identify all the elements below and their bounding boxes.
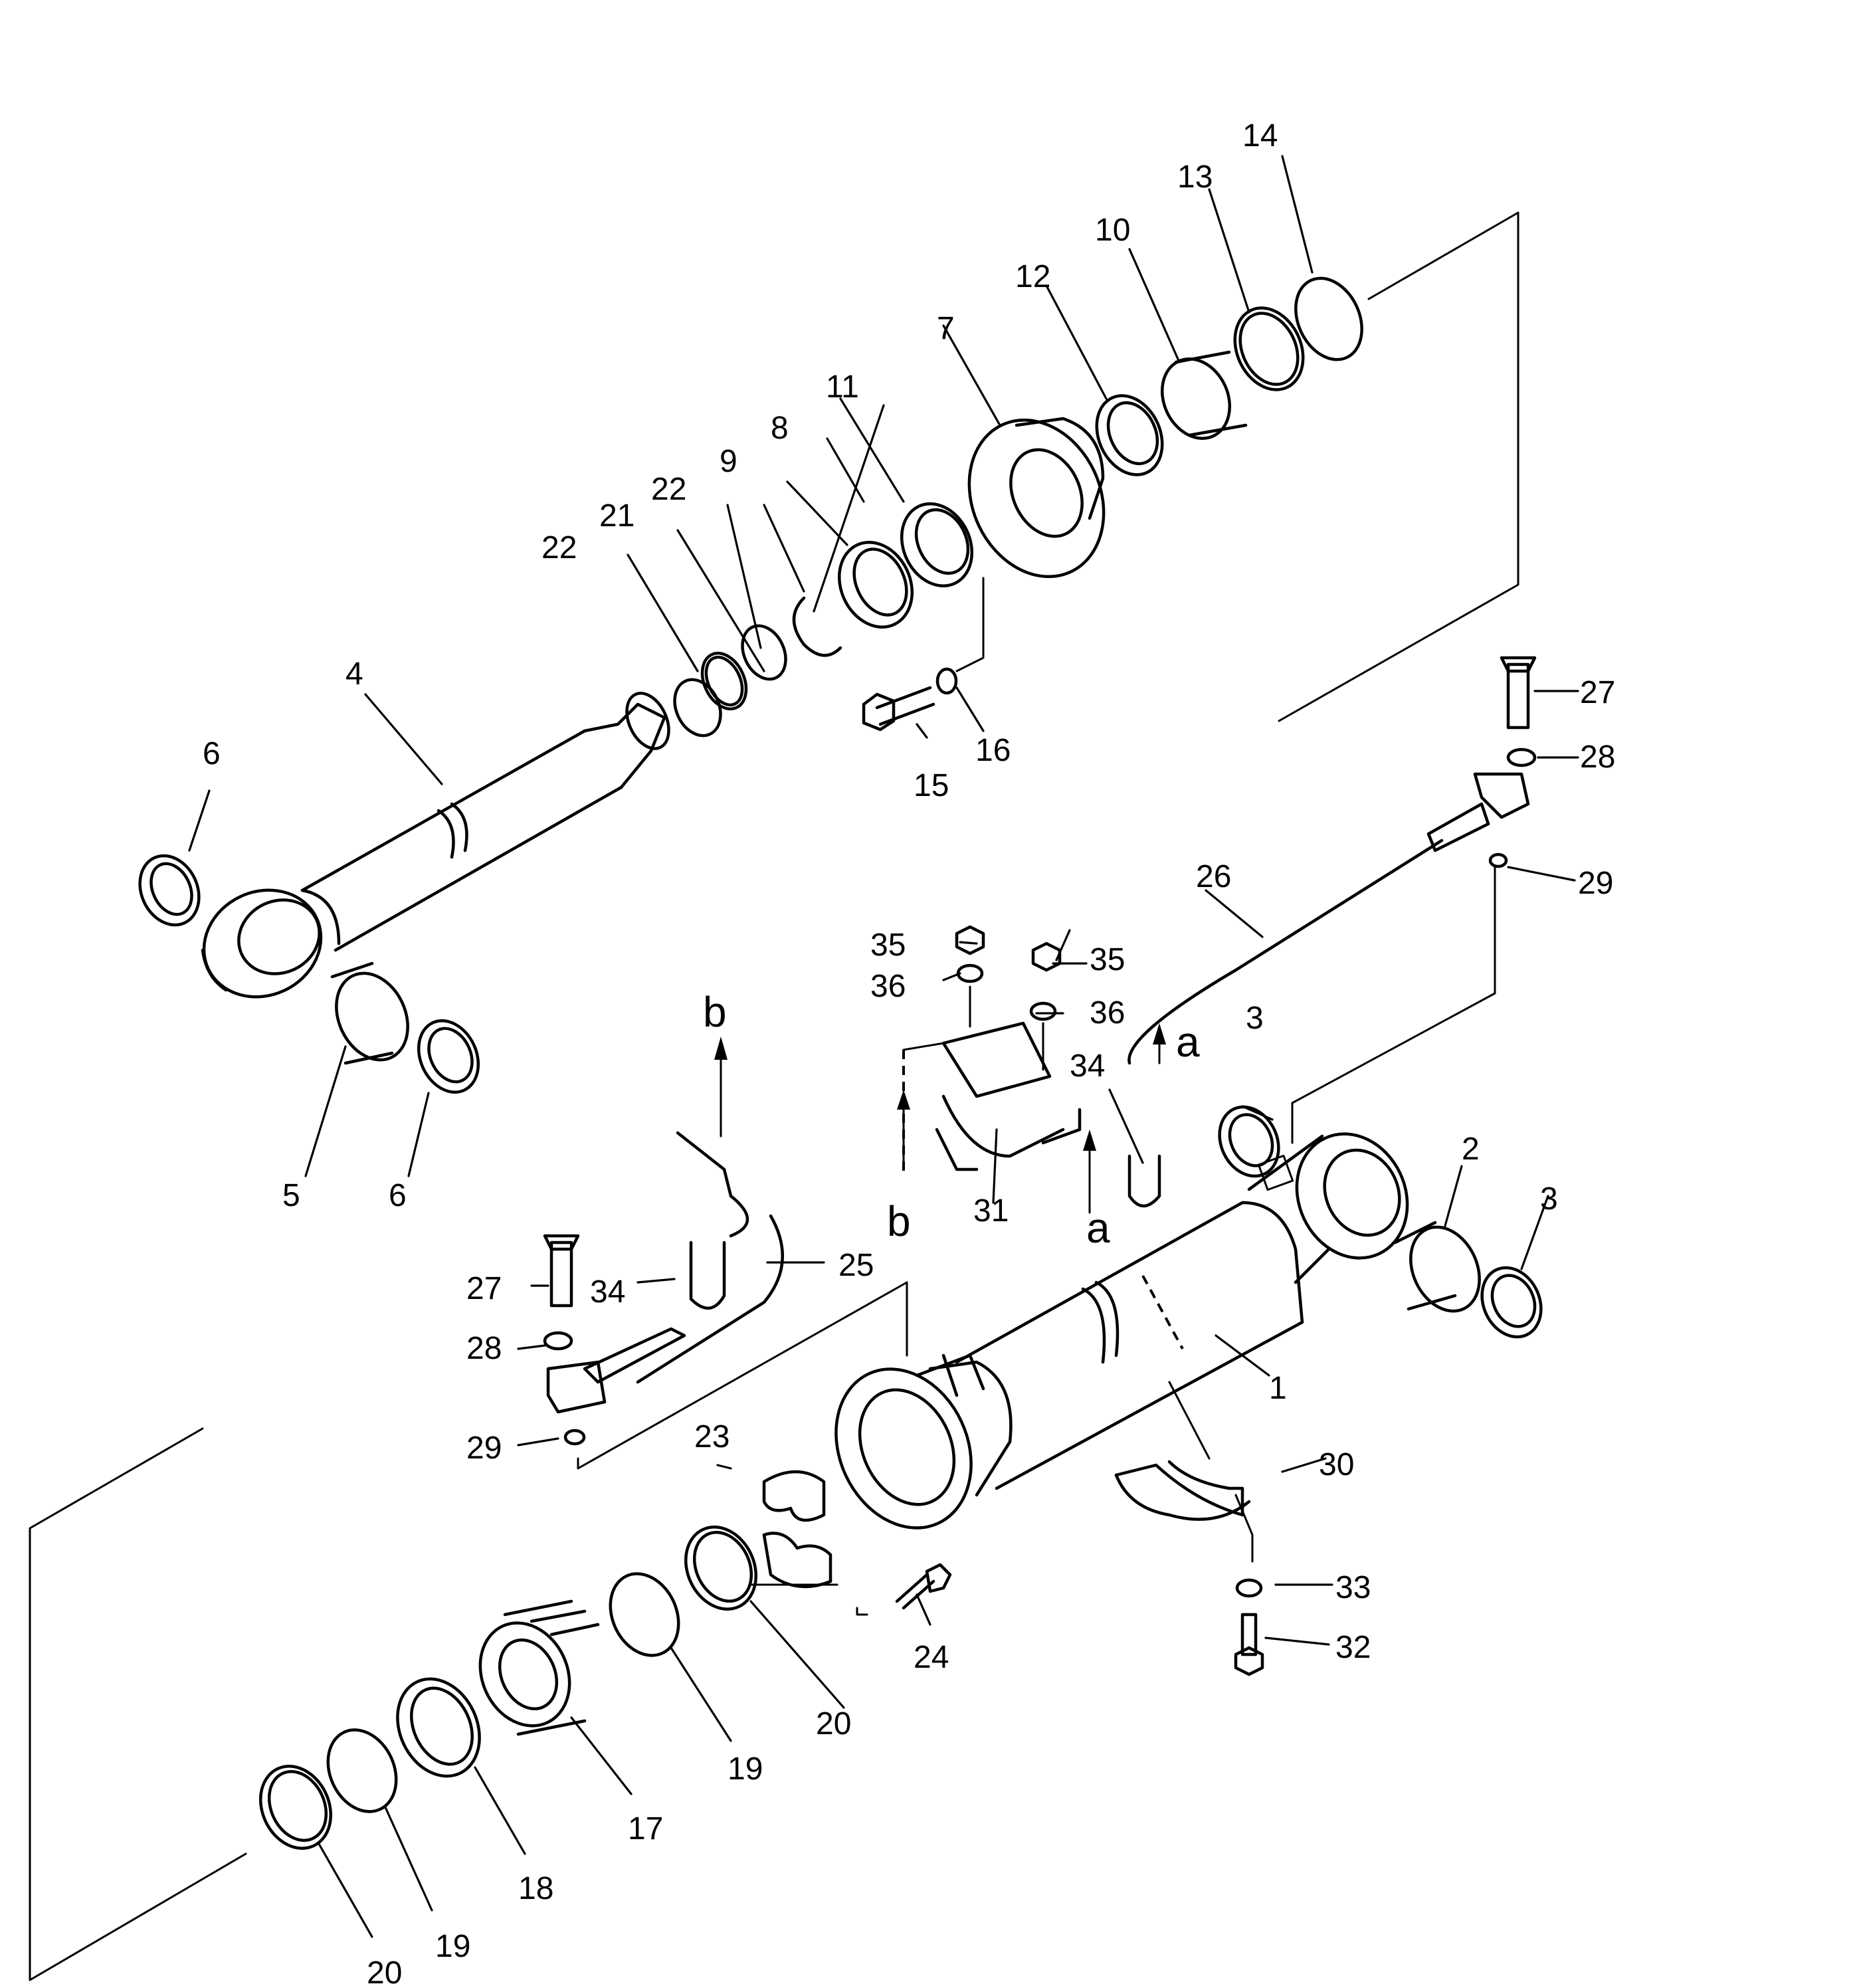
seal-6-right (417, 1019, 480, 1094)
label-a-lower: a (1086, 1204, 1110, 1252)
label-9: 9 (720, 444, 737, 479)
rod-seal-rings (673, 276, 1363, 738)
ring-19-lower (326, 1728, 398, 1813)
label-12: 12 (1015, 259, 1050, 294)
piston-rod-assembly (201, 692, 670, 999)
label-35-left: 35 (870, 928, 906, 963)
label-22-left: 22 (541, 530, 577, 565)
label-36-left: 36 (870, 969, 906, 1004)
label-1: 1 (1269, 1371, 1287, 1406)
label-6-top: 6 (203, 736, 221, 771)
label-17: 17 (628, 1811, 663, 1846)
label-36-right: 36 (1090, 995, 1125, 1031)
label-34-left: 34 (590, 1274, 625, 1310)
assembly-outline (29, 211, 1519, 1981)
label-7: 7 (937, 311, 955, 346)
nut-half-upper (762, 1470, 826, 1522)
hydraulic-tubes (543, 656, 1537, 1676)
label-21: 21 (599, 498, 635, 534)
cylinder-tube-assembly (834, 1132, 1409, 1530)
snap-ring-9 (792, 596, 842, 657)
bushing-2 (1409, 1225, 1481, 1313)
ring-19-upper (609, 1572, 680, 1657)
label-32: 32 (1335, 1630, 1371, 1665)
label-4: 4 (345, 656, 363, 692)
label-29-bottom: 29 (466, 1431, 502, 1466)
ring-20-lower (258, 1765, 333, 1850)
head-flange (834, 1367, 973, 1530)
ring-12 (1095, 394, 1164, 476)
label-35-right: 35 (1090, 942, 1125, 977)
label-28-bottom: 28 (466, 1331, 502, 1366)
seal-3-upper (1218, 1105, 1280, 1178)
label-15: 15 (914, 768, 949, 803)
label-26: 26 (1196, 859, 1231, 894)
label-19-lower: 19 (435, 1929, 470, 1964)
label-3-top: 3 (1246, 1001, 1264, 1036)
seal-11 (900, 502, 974, 587)
bottom-pin-bushings (1218, 1105, 1543, 1339)
label-16: 16 (975, 733, 1011, 768)
ring-22-upper (741, 624, 787, 681)
label-3-right: 3 (1540, 1181, 1558, 1217)
label-20-upper: 20 (816, 1706, 851, 1741)
piston-assembly (258, 1470, 952, 1850)
label-30: 30 (1319, 1447, 1354, 1482)
bolt-15-washer-16 (862, 577, 985, 732)
label-11: 11 (826, 369, 859, 405)
ring-13 (1233, 306, 1305, 391)
label-5: 5 (282, 1178, 300, 1213)
piston-17 (478, 1621, 571, 1728)
bushing-8 (837, 541, 914, 629)
label-14: 14 (1242, 118, 1278, 153)
cylinder-head-7 (967, 418, 1106, 579)
ring-22-lower (673, 678, 722, 738)
label-10: 10 (1095, 213, 1130, 248)
label-34-right: 34 (1070, 1048, 1105, 1084)
label-28-top: 28 (1580, 740, 1615, 775)
label-b-lower: b (887, 1197, 911, 1245)
ring-20-upper (684, 1526, 758, 1611)
label-27-bottom: 27 (466, 1271, 502, 1306)
label-2: 2 (1462, 1132, 1480, 1167)
label-19-upper: 19 (728, 1751, 763, 1787)
label-a-upper: a (1176, 1018, 1200, 1066)
label-33: 33 (1335, 1570, 1371, 1605)
label-29-top: 29 (1578, 866, 1613, 901)
label-24: 24 (914, 1640, 949, 1675)
nut-half-lower (762, 1532, 832, 1589)
label-20-lower: 20 (367, 1955, 402, 1988)
label-b-upper: b (703, 988, 727, 1036)
label-31: 31 (973, 1193, 1009, 1229)
part-labels: 4 6 5 6 22 21 22 9 8 11 7 12 10 13 14 15… (203, 118, 1615, 1988)
label-25: 25 (838, 1248, 874, 1283)
label-23: 23 (694, 1419, 730, 1454)
flow-arrows (714, 1023, 1166, 1214)
label-18: 18 (518, 1871, 553, 1906)
label-8: 8 (771, 411, 789, 446)
bushing-5 (335, 971, 409, 1062)
label-27-top: 27 (1580, 675, 1615, 710)
o-ring-14 (1294, 276, 1363, 361)
ring-21 (700, 651, 748, 711)
rod-end-bushings (138, 854, 480, 1094)
seal-3-right (1480, 1266, 1543, 1339)
label-13: 13 (1177, 159, 1213, 195)
label-6-bottom: 6 (389, 1178, 407, 1213)
seal-18 (396, 1677, 481, 1778)
seal-6-left (138, 854, 201, 927)
leader-lines (188, 155, 1579, 1938)
label-22-right: 22 (651, 472, 686, 507)
